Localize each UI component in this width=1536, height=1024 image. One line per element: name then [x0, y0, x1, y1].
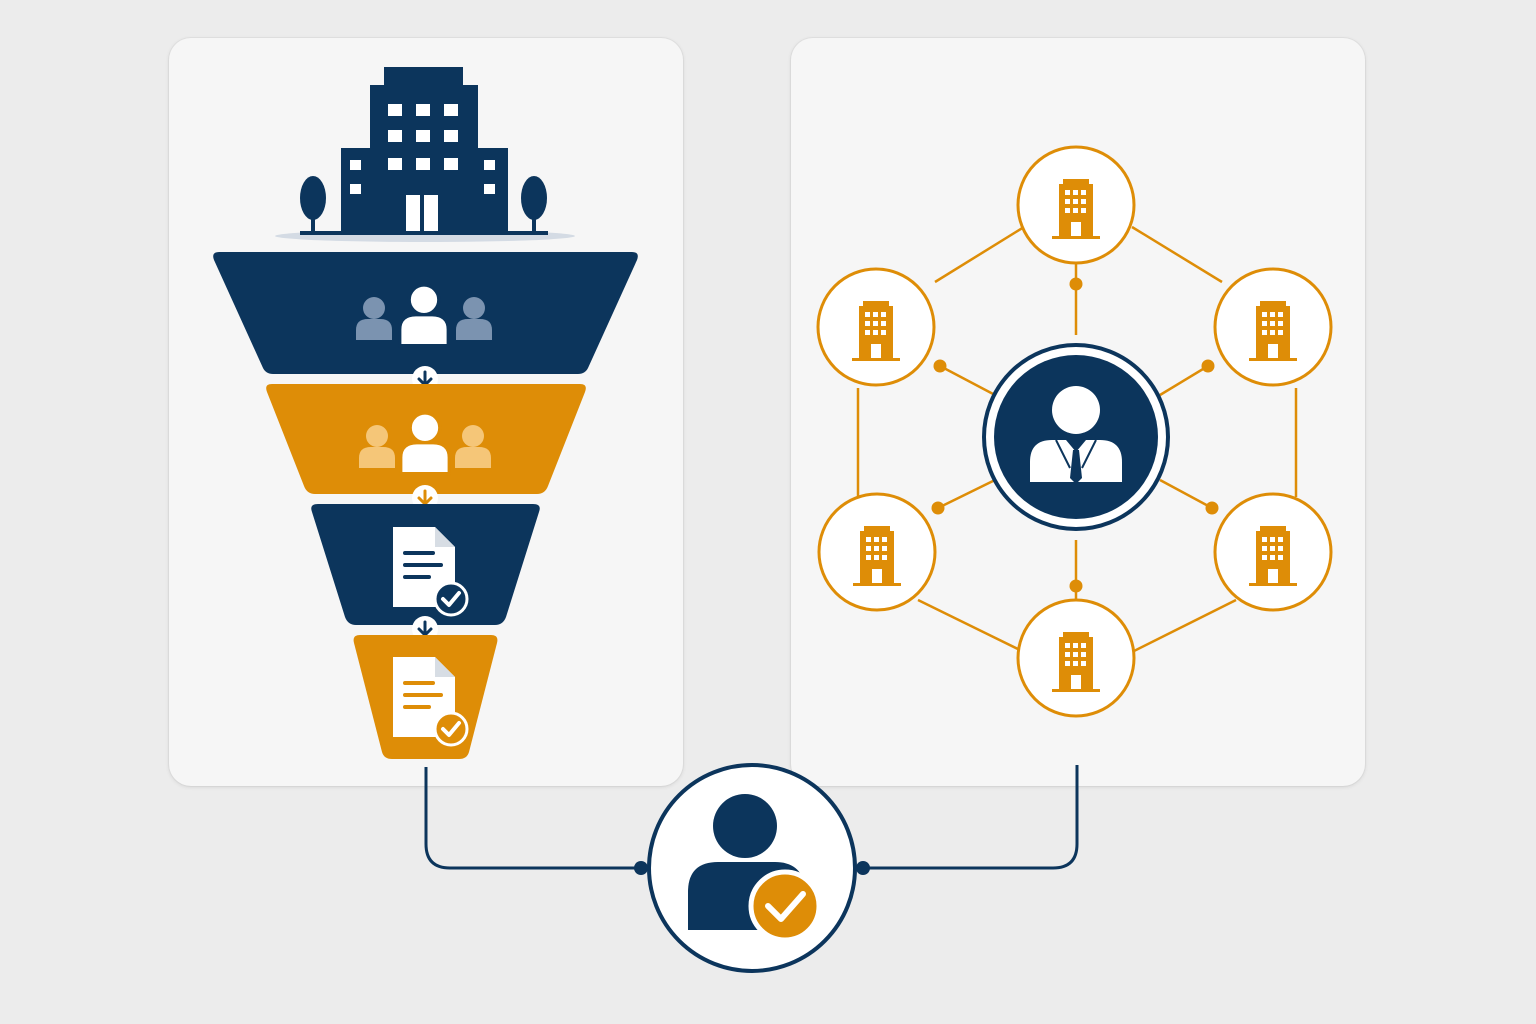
funnel-stage-4: [353, 635, 498, 759]
office-building-icon: [1052, 179, 1100, 239]
network-center-node: [982, 343, 1170, 531]
office-building-icon: [852, 301, 900, 361]
network-node-upper-right: [1213, 267, 1333, 387]
network-junction-dots: [931, 277, 1219, 593]
bottom-user-node: [647, 763, 857, 973]
connector-dot: [856, 861, 870, 875]
user-check-icon: [688, 794, 822, 943]
bottom-connector-lines: [424, 765, 1079, 870]
office-building-icon: [1249, 526, 1297, 586]
network-node-bottom: [1016, 598, 1136, 718]
people-group-icon: [356, 283, 492, 348]
people-group-icon: [359, 411, 491, 476]
office-building-icon: [1052, 632, 1100, 692]
network-node-lower-left: [817, 492, 937, 612]
tree-icon: [300, 176, 326, 234]
network-node-lower-right: [1213, 492, 1333, 612]
office-building-icon: [341, 67, 508, 233]
funnel-stage-1: [213, 252, 638, 374]
funnel-stage-2: [266, 384, 586, 494]
funnel-top-building: [275, 67, 575, 242]
office-building-icon: [853, 526, 901, 586]
tree-icon: [521, 176, 547, 234]
office-building-icon: [1249, 301, 1297, 361]
connector-dot: [634, 861, 648, 875]
network-node-top: [1016, 145, 1136, 265]
businessman-icon: [1030, 386, 1122, 484]
network-node-upper-left: [816, 267, 936, 387]
funnel-stage-3: [311, 504, 540, 625]
